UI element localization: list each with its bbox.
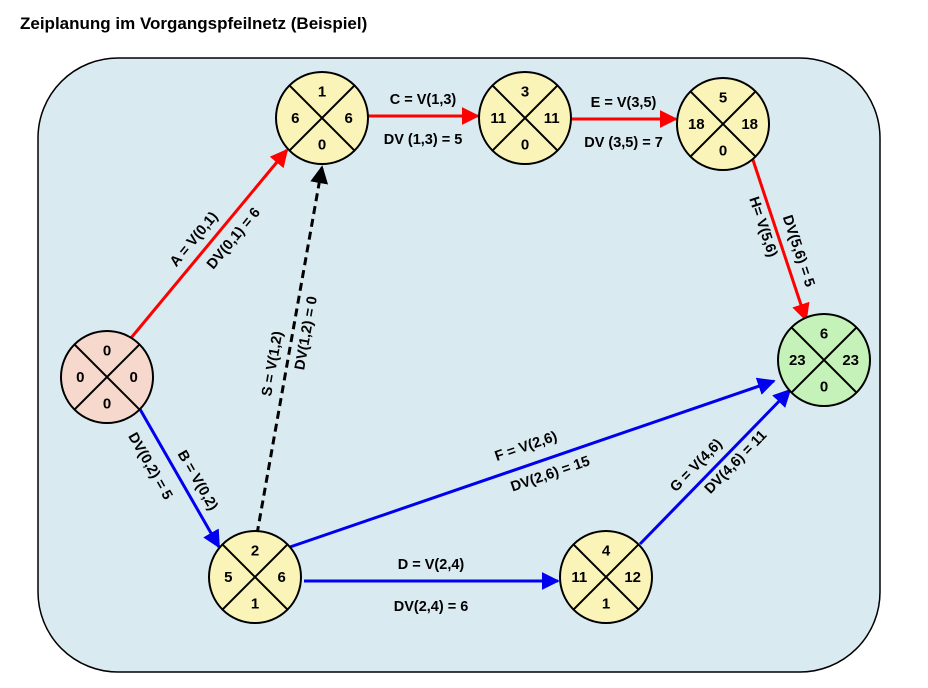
node-top-value: 2 <box>251 542 259 559</box>
node-left-value: 11 <box>571 569 587 586</box>
node-top-value: 0 <box>103 342 111 359</box>
node-top-value: 5 <box>719 89 727 106</box>
node-right-value: 6 <box>278 569 286 586</box>
node-n2: 2 5 6 1 <box>208 530 302 624</box>
node-left-value: 11 <box>490 110 506 127</box>
edge-E-duration-label: DV (3,5) = 7 <box>584 135 663 151</box>
node-left-value: 6 <box>291 110 299 127</box>
node-top-value: 6 <box>820 325 828 342</box>
node-right-value: 0 <box>130 369 138 386</box>
node-left-value: 5 <box>224 569 232 586</box>
node-top-value: 1 <box>318 83 326 100</box>
node-right-value: 18 <box>741 116 758 133</box>
arrow-H <box>750 156 810 322</box>
edge-E-name-label: E = V(3,5) <box>591 95 657 111</box>
node-divider <box>491 84 559 152</box>
edge-C-name-label: C = V(1,3) <box>390 92 457 108</box>
edge-D-name-label: D = V(2,4) <box>398 557 465 573</box>
arrow-A <box>129 148 289 339</box>
node-left-value: 23 <box>789 352 806 369</box>
node-left-value: 0 <box>76 369 84 386</box>
diagram-background-panel <box>37 57 881 673</box>
node-divider <box>790 326 858 394</box>
node-n5: 5 18 18 0 <box>676 77 770 171</box>
node-right-value: 23 <box>842 352 859 369</box>
node-n0: 0 0 0 0 <box>60 330 154 424</box>
arrow-B <box>135 403 221 549</box>
node-bottom-value: 0 <box>521 137 529 154</box>
node-bottom-value: 1 <box>251 596 259 613</box>
node-top-value: 3 <box>521 83 529 100</box>
node-n4: 4 11 12 1 <box>559 530 653 624</box>
node-right-value: 6 <box>345 110 353 127</box>
node-divider <box>288 84 356 152</box>
node-divider <box>221 543 289 611</box>
node-divider <box>572 543 640 611</box>
page-title: Zeiplanung im Vorgangspfeilnetz (Beispie… <box>20 14 368 33</box>
node-right-value: 12 <box>624 569 641 586</box>
node-top-value: 4 <box>602 542 611 559</box>
node-divider <box>73 343 141 411</box>
node-bottom-value: 0 <box>719 143 727 160</box>
node-bottom-value: 0 <box>318 137 326 154</box>
arrow-F <box>289 377 776 549</box>
node-bottom-value: 1 <box>602 596 610 613</box>
arrow-G <box>638 388 792 546</box>
edge-C-duration-label: DV (1,3) = 5 <box>384 132 463 148</box>
node-divider <box>689 90 757 158</box>
edge-D-duration-label: DV(2,4) = 6 <box>394 599 469 615</box>
node-n6: 6 23 23 0 <box>777 313 871 407</box>
node-n3: 3 11 11 0 <box>478 71 572 165</box>
node-bottom-value: 0 <box>103 396 111 413</box>
node-right-value: 11 <box>544 110 560 127</box>
node-left-value: 18 <box>688 116 705 133</box>
arrow-S <box>255 165 329 535</box>
node-bottom-value: 0 <box>820 379 828 396</box>
